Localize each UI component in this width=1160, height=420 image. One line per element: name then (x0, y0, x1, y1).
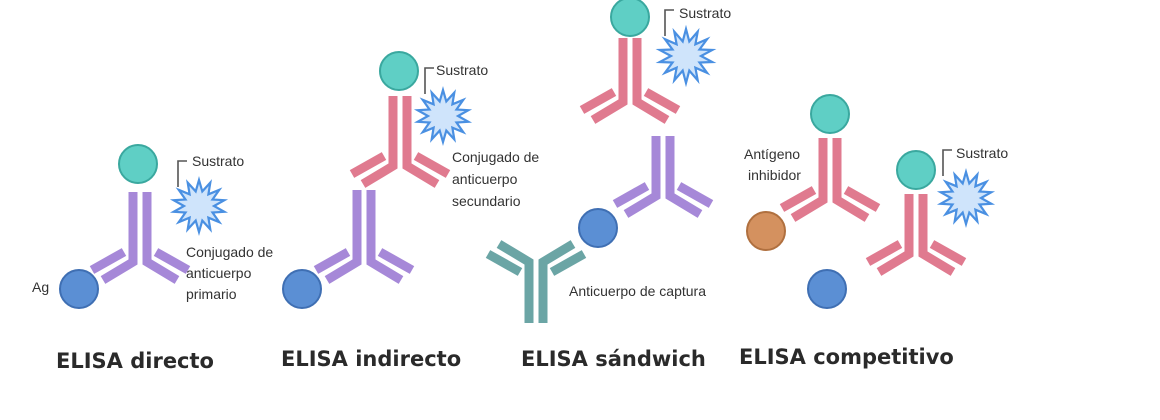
enzyme-competitive-1 (810, 94, 850, 134)
title-sandwich: ELISA sándwich (521, 347, 706, 371)
substrate-bracket-indirect (424, 67, 434, 94)
enzyme-competitive-2 (896, 150, 936, 190)
enzyme-sandwich (610, 0, 650, 37)
primary-antibody-direct (89, 192, 191, 284)
enzyme-indirect (379, 51, 419, 91)
panel-indirect: Sustrato Conjugado de anticuerpo secunda… (281, 51, 539, 371)
conjugate-label-direct-1: Conjugado de (186, 244, 273, 260)
antigen-direct (59, 269, 99, 309)
inhibitor-antigen-competitive (746, 211, 786, 251)
substrate-label-indirect: Sustrato (436, 62, 488, 78)
substrate-bracket-sandwich (664, 9, 674, 36)
substrate-star-direct (169, 176, 229, 236)
substrate-label-competitive: Sustrato (956, 145, 1008, 161)
conjugate-antibody-competitive (865, 194, 967, 276)
panel-direct: Sustrato Ag Conjugado de anticuerpo prim… (32, 144, 273, 373)
inhibitor-antibody-competitive (779, 138, 881, 222)
secondary-antibody-indirect (349, 96, 451, 188)
enzyme-direct (118, 144, 158, 184)
conjugate-label-indirect-2: anticuerpo (452, 171, 518, 187)
inhibitor-label-competitive-1: Antígeno (744, 146, 800, 162)
title-competitive: ELISA competitivo (739, 345, 954, 369)
conjugate-label-indirect-1: Conjugado de (452, 149, 539, 165)
substrate-bracket-direct (177, 160, 187, 187)
primary-antibody-indirect (313, 190, 415, 284)
panel-competitive: Antígeno inhibidor Sustrato ELISA compet… (739, 94, 1008, 369)
conjugate-label-indirect-3: secundario (452, 193, 521, 209)
substrate-bracket-competitive (942, 149, 952, 176)
antigen-sandwich (578, 208, 618, 248)
substrate-star-sandwich (655, 24, 717, 88)
conjugate-label-direct-3: primario (186, 286, 237, 302)
capture-antibody-sandwich (485, 240, 587, 323)
inhibitor-label-competitive-2: inhibidor (748, 167, 801, 183)
title-direct: ELISA directo (56, 349, 214, 373)
secondary-antibody-sandwich (579, 38, 681, 124)
title-indirect: ELISA indirecto (281, 347, 461, 371)
substrate-star-competitive (936, 168, 996, 228)
substrate-label-direct: Sustrato (192, 153, 244, 169)
primary-antibody-sandwich (612, 136, 714, 218)
substrate-label-sandwich: Sustrato (679, 5, 731, 21)
antigen-competitive (807, 269, 847, 309)
conjugate-label-direct-2: anticuerpo (186, 265, 252, 281)
antigen-indirect (282, 269, 322, 309)
substrate-star-indirect (413, 86, 473, 146)
panel-sandwich: Sustrato Anticuerpo de captura ELISA sán… (485, 0, 731, 371)
capture-label-sandwich: Anticuerpo de captura (569, 283, 706, 299)
antigen-label-direct: Ag (32, 279, 49, 295)
